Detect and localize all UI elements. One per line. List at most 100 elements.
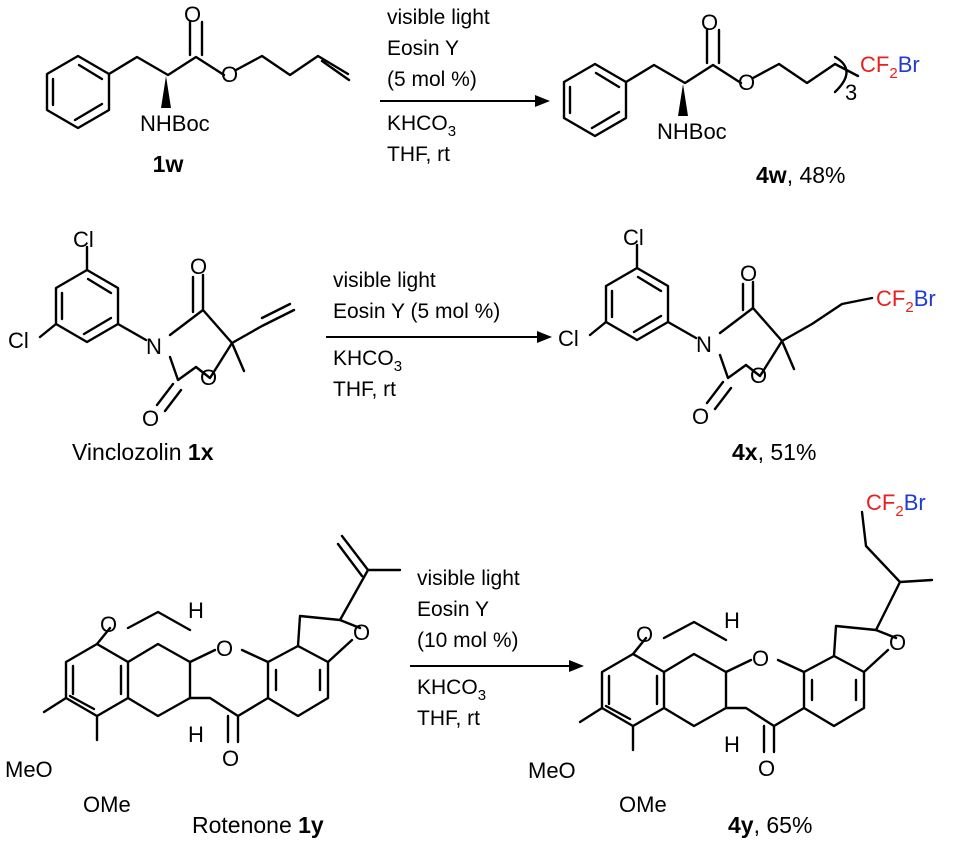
isopropenyl xyxy=(336,534,402,622)
label-4w: 4w, 48% xyxy=(756,162,846,188)
carbonyl-o: O xyxy=(692,404,709,429)
ring-o: O xyxy=(889,630,906,655)
ring-o: O xyxy=(216,636,233,661)
ester-o: O xyxy=(221,62,238,87)
carbonyl-o: O xyxy=(184,2,201,27)
arrow-head xyxy=(569,660,584,672)
cl-label: Cl xyxy=(558,326,579,351)
reaction-arrow-1: visible light Eosin Y (5 mol %) KHCO3 TH… xyxy=(380,6,550,166)
methoxy-bonds xyxy=(42,696,99,742)
condition-text: (5 mol %) xyxy=(387,68,477,91)
stereo-wedge xyxy=(678,84,688,116)
condition-text: THF, rt xyxy=(333,378,396,401)
dichlorophenyl-ring xyxy=(54,268,120,344)
label-1x: Vinclozolin 1x xyxy=(72,439,214,465)
ring-o: O xyxy=(100,612,117,637)
reaction-arrow-3: visible light Eosin Y (10 mol %) KHCO3 T… xyxy=(410,567,584,730)
label-4x: 4x, 51% xyxy=(732,439,816,465)
ring-o: O xyxy=(750,363,767,388)
carbonyl-o: O xyxy=(740,261,757,286)
cf2br-group: CF2Br xyxy=(866,490,926,520)
nhboc-label: NHBoc xyxy=(140,111,210,136)
cf2br-group: CF2Br xyxy=(860,52,920,82)
carbonyl-bonds xyxy=(705,280,755,411)
condition-text: Eosin Y xyxy=(417,598,489,621)
ester-o: O xyxy=(738,70,755,95)
reaction-arrow-2: visible light Eosin Y (5 mol %) KHCO3 TH… xyxy=(326,269,552,401)
arrow-head xyxy=(537,331,552,343)
cl-label: Cl xyxy=(8,328,29,353)
ring-o: O xyxy=(200,365,217,390)
dichlorophenyl-ring xyxy=(604,266,670,342)
cf2br-group: CF2Br xyxy=(876,286,936,316)
condition-text: visible light xyxy=(333,269,436,292)
condition-text: Eosin Y xyxy=(387,37,459,60)
furan-ring xyxy=(296,614,362,664)
bracket-subscript: 3 xyxy=(845,80,857,105)
ketone-o: O xyxy=(222,746,239,771)
condition-text: Eosin Y (5 mol %) xyxy=(333,300,500,323)
alkyl-chain xyxy=(780,296,874,371)
benzene-ring xyxy=(45,54,111,130)
vinyl-bonds xyxy=(230,302,296,373)
ome-label: OMe xyxy=(619,792,667,817)
benzene-ring xyxy=(562,62,628,138)
ring-o: O xyxy=(353,620,370,645)
ring-o: O xyxy=(636,622,653,647)
bracket xyxy=(833,55,848,94)
chromane-ring xyxy=(631,620,728,728)
condition-text: KHCO3 xyxy=(417,676,486,704)
compound-1x: Cl Cl N O O O Vinclozolin 1x xyxy=(8,227,296,465)
n-label: N xyxy=(696,332,712,357)
condition-text: visible light xyxy=(417,567,520,590)
chain-bonds xyxy=(107,20,226,77)
compound-4x: Cl Cl N O O O CF2Br 4x, 51% xyxy=(558,225,936,465)
cl-label: Cl xyxy=(623,225,644,250)
side-chain xyxy=(860,510,934,632)
meo-label: MeO xyxy=(528,758,576,783)
compound-4y: O O O O H H MeO OMe CF2Br 4y, 65% xyxy=(528,490,934,838)
nhboc-label: NHBoc xyxy=(657,119,727,144)
pyranone-ring xyxy=(188,644,330,744)
methoxy-bonds xyxy=(578,706,635,752)
label-4y: 4y, 65% xyxy=(728,812,812,838)
ring-o: O xyxy=(752,646,769,671)
cl-bonds xyxy=(588,243,639,337)
label-1w: 1w xyxy=(153,151,184,177)
ketone-o: O xyxy=(758,756,775,781)
h-label: H xyxy=(188,598,204,623)
ester-chain xyxy=(751,62,860,85)
carbonyl-bonds xyxy=(155,273,205,413)
n-label: N xyxy=(146,334,162,359)
h-label: H xyxy=(724,732,740,757)
h-label: H xyxy=(188,722,204,747)
furan-ring xyxy=(832,624,898,674)
compound-4w: O O 3 CF2Br NHBoc 4w, 48% xyxy=(562,10,920,188)
meo-label: MeO xyxy=(5,757,53,782)
cl-label: Cl xyxy=(73,227,94,252)
cl-bonds xyxy=(38,245,89,339)
condition-text: (10 mol %) xyxy=(417,629,519,652)
ester-chain xyxy=(234,54,351,82)
arrow-head xyxy=(535,95,550,107)
pyranone-ring xyxy=(724,654,866,754)
condition-text: visible light xyxy=(387,6,490,29)
carbonyl-o: O xyxy=(701,10,718,35)
dimethoxy-ring xyxy=(64,642,130,718)
chromane-ring xyxy=(95,610,192,718)
h-label: H xyxy=(724,608,740,633)
condition-text: KHCO3 xyxy=(387,112,456,140)
carbonyl-o: O xyxy=(190,254,207,279)
carbonyl-o: O xyxy=(142,406,159,431)
stereo-wedge xyxy=(161,76,171,108)
chain-bonds xyxy=(624,28,743,85)
label-1y: Rotenone 1y xyxy=(192,812,324,838)
condition-text: KHCO3 xyxy=(333,347,402,375)
dimethoxy-ring xyxy=(600,652,666,728)
compound-1w: O O NHBoc 1w xyxy=(45,2,351,177)
ome-label: OMe xyxy=(83,792,131,817)
compound-1y: O O O O H H MeO OMe Rotenone 1y xyxy=(5,534,402,838)
condition-text: THF, rt xyxy=(417,707,480,730)
condition-text: THF, rt xyxy=(387,143,450,166)
